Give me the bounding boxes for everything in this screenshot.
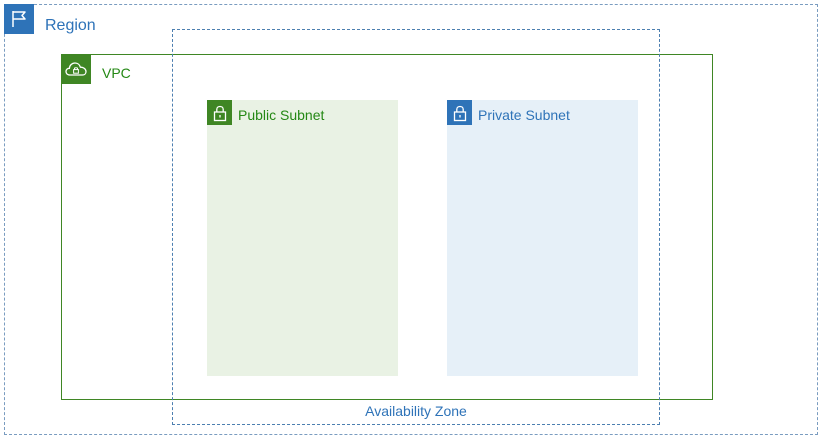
region-group (4, 4, 818, 435)
lock-icon (447, 100, 472, 125)
private-subnet-label: Private Subnet (478, 107, 570, 123)
vpc-group (61, 54, 713, 400)
lock-icon (207, 100, 232, 125)
private-subnet-group (447, 100, 638, 376)
availability-zone-group (172, 29, 660, 425)
region-label: Region (45, 17, 96, 34)
flag-icon (4, 4, 34, 34)
public-subnet-label: Public Subnet (238, 107, 325, 123)
vpc-label: VPC (102, 65, 131, 81)
public-subnet-group (207, 100, 398, 376)
availability-zone-label: Availability Zone (365, 403, 467, 419)
cloud-lock-icon (61, 54, 91, 84)
